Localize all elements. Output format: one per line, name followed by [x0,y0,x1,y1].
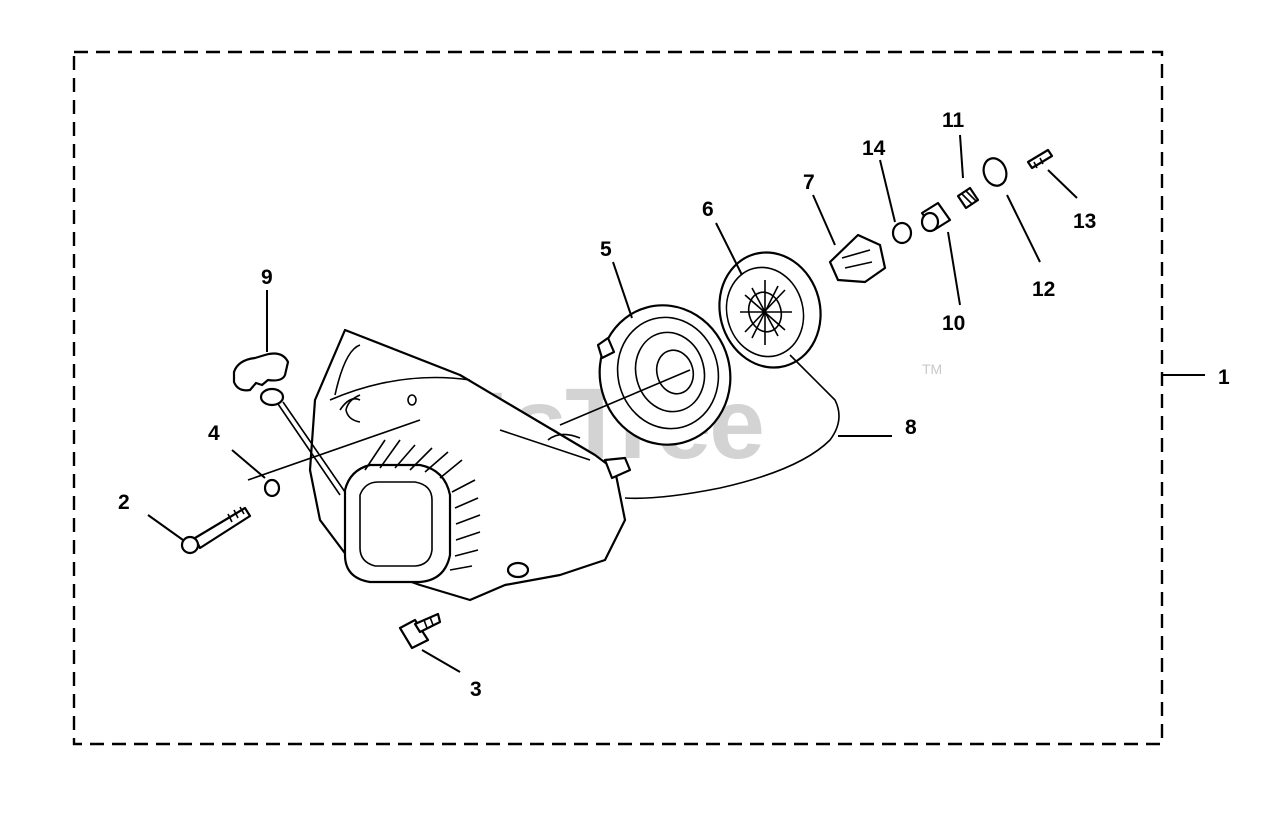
center-screw [1026,148,1054,170]
spring [956,186,980,210]
housing-fins [364,439,481,571]
housing-screw [180,506,252,555]
washer-plate [982,157,1008,187]
assembly-axis-line [559,369,691,426]
assembly-axis-line [247,419,421,481]
trademark-symbol: TM [922,361,942,377]
kit-boundary-box [72,50,1164,746]
callout-14: 14 [862,137,886,160]
callout-labels: 1 2 3 4 5 6 7 8 9 10 11 12 13 14 [118,109,1230,701]
recoil-spring [547,304,732,446]
callout-8: 8 [905,416,917,439]
rope-handle [232,352,346,496]
callout-12: 12 [1032,278,1055,301]
mounting-screw [398,612,442,650]
callout-11: 11 [942,109,965,132]
washer [263,478,281,498]
callout-1: 1 [1218,366,1230,389]
callout-10: 10 [942,312,965,335]
pawl [828,233,887,284]
callout-9: 9 [261,266,273,289]
callout-3: 3 [470,678,482,701]
callout-5: 5 [600,238,612,261]
pulley [718,251,822,369]
retainer [920,201,952,233]
callout-4: 4 [208,422,220,445]
starter-housing [308,328,632,602]
callout-7: 7 [803,171,815,194]
callout-6: 6 [702,198,714,221]
callout-13: 13 [1073,210,1096,233]
starter-rope [624,354,840,500]
friction-plate [891,221,913,245]
leader-lines [147,134,1205,673]
callout-2: 2 [118,491,130,514]
